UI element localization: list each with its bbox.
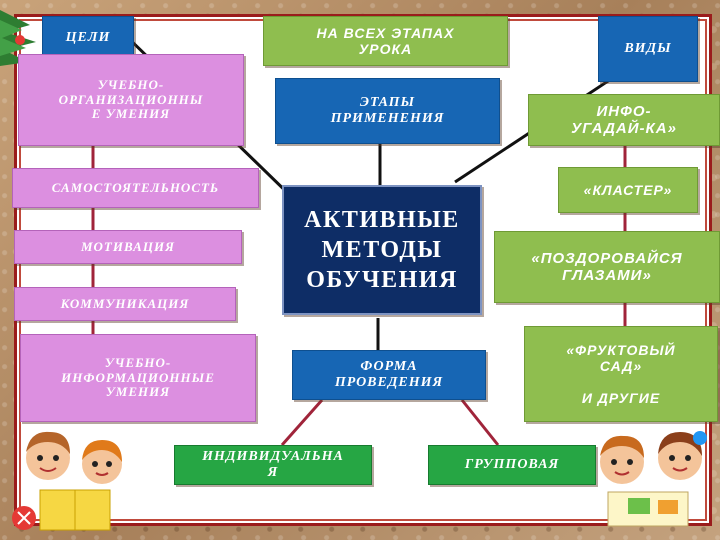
form-group: ГРУППОВАЯ [428, 445, 596, 485]
form-group-label: ГРУППОВАЯ [464, 456, 560, 472]
children-reading-left-icon [12, 431, 122, 531]
stages-box: ЭТАПЫ ПРИМЕНЕНИЯ [275, 78, 500, 144]
goal-communication: КОММУНИКАЦИЯ [14, 287, 236, 321]
type-cluster: «КЛАСТЕР» [558, 167, 698, 213]
type-greet-eyes: «ПОЗДОРОВАЙСЯ ГЛАЗАМИ» [494, 231, 720, 303]
goal-independence-label: САМОСТОЯТЕЛЬНОСТЬ [51, 179, 220, 195]
goal-communication-label: КОММУНИКАЦИЯ [60, 295, 190, 311]
connector-form-group [460, 399, 500, 446]
type-fruit-garden-label: «ФРУКТОВЫЙ САД» И ДРУГИЕ [566, 341, 676, 407]
pine-branch-icon [0, 10, 36, 66]
goals-header-label: ЦЕЛИ [65, 29, 111, 45]
type-greet-eyes-label: «ПОЗДОРОВАЙСЯ ГЛАЗАМИ» [531, 249, 683, 284]
form-individual: ИНДИВИДУАЛЬНА Я [174, 445, 372, 485]
form-box: ФОРМА ПРОВЕДЕНИЯ [292, 350, 486, 400]
type-info-guess: ИНФО- УГАДАЙ-КА» [528, 94, 720, 146]
types-header: ВИДЫ [598, 16, 698, 82]
goal-info-skills: УЧЕБНО- ИНФОРМАЦИОННЫЕ УМЕНИЯ [20, 334, 256, 422]
form-individual-label: ИНДИВИДУАЛЬНА Я [202, 448, 344, 480]
type-cluster-label: «КЛАСТЕР» [583, 181, 673, 198]
goals-header: ЦЕЛИ [42, 16, 134, 60]
goal-org-skills: УЧЕБНО- ОРГАНИЗАЦИОННЫ Е УМЕНИЯ [18, 54, 244, 146]
children-reading-right-icon [600, 431, 707, 527]
all-stages-box: НА ВСЕХ ЭТАПАХ УРОКА [263, 16, 508, 66]
type-fruit-garden: «ФРУКТОВЫЙ САД» И ДРУГИЕ [524, 326, 718, 422]
goal-motivation-label: МОТИВАЦИЯ [80, 238, 176, 254]
goal-motivation: МОТИВАЦИЯ [14, 230, 242, 264]
center-title-label: АКТИВНЫЕ МЕТОДЫ ОБУЧЕНИЯ [304, 207, 460, 293]
goal-org-skills-label: УЧЕБНО- ОРГАНИЗАЦИОННЫ Е УМЕНИЯ [58, 76, 204, 122]
goal-independence: САМОСТОЯТЕЛЬНОСТЬ [12, 168, 259, 208]
goal-info-skills-label: УЧЕБНО- ИНФОРМАЦИОННЫЕ УМЕНИЯ [61, 354, 215, 400]
type-info-guess-label: ИНФО- УГАДАЙ-КА» [571, 102, 677, 137]
stages-label: ЭТАПЫ ПРИМЕНЕНИЯ [330, 94, 445, 126]
all-stages-label: НА ВСЕХ ЭТАПАХ УРОКА [316, 24, 455, 57]
form-label: ФОРМА ПРОВЕДЕНИЯ [334, 358, 444, 390]
connector-form-individual [280, 399, 324, 446]
center-title: АКТИВНЫЕ МЕТОДЫ ОБУЧЕНИЯ [282, 185, 482, 315]
types-header-label: ВИДЫ [624, 40, 672, 56]
